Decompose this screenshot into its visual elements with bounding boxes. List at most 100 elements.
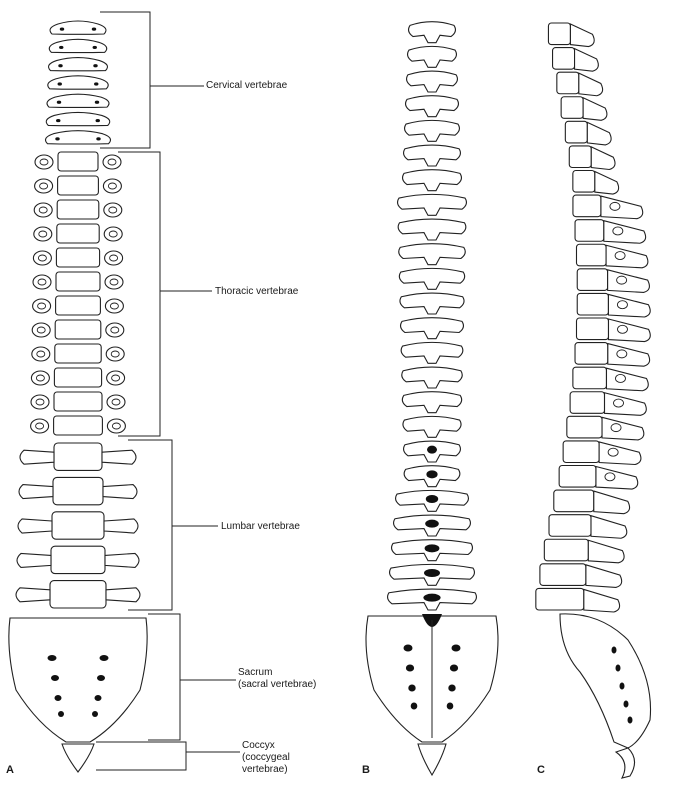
lateral-vertebra-body xyxy=(576,268,609,291)
lumbar-vertebra-body xyxy=(53,442,103,471)
lateral-spinous-process xyxy=(586,121,612,146)
lateral-costal-facet xyxy=(613,398,624,408)
thoracic-vertebra-body xyxy=(55,295,101,316)
thoracic-facet xyxy=(109,278,119,286)
thoracic-facet xyxy=(38,206,48,214)
bracket-cervical xyxy=(100,11,151,149)
cervical-foramen xyxy=(55,137,60,141)
lateral-costal-facet xyxy=(604,472,616,482)
posterior-vertebra xyxy=(402,144,462,167)
thoracic-vertebra-body xyxy=(53,415,103,436)
lateral-spinous-process xyxy=(598,441,642,466)
lateral-spinous-process xyxy=(587,539,625,564)
thoracic-vertebra-body xyxy=(54,319,102,340)
thoracic-facet xyxy=(38,230,48,238)
lateral-vertebra-body xyxy=(568,145,592,169)
thoracic-facet xyxy=(35,374,45,382)
panel-b-posterior-view xyxy=(365,21,499,777)
lateral-spinous-process xyxy=(605,367,649,392)
lateral-vertebra-body xyxy=(539,563,587,586)
posterior-sacral-foramen xyxy=(408,684,416,692)
posterior-interspace xyxy=(425,519,439,528)
bracket-lumbar xyxy=(128,439,173,611)
lateral-costal-facet xyxy=(617,324,628,334)
sacral-foramen xyxy=(47,655,57,661)
lateral-vertebra-body xyxy=(552,47,576,70)
lateral-sacral-foramen xyxy=(627,716,633,724)
cervical-vertebra xyxy=(45,111,111,127)
lateral-vertebra-body xyxy=(566,415,603,439)
cervical-vertebra xyxy=(44,130,112,145)
thoracic-vertebra-body xyxy=(57,175,99,196)
lateral-spinous-process xyxy=(595,465,639,490)
lumbar-vertebra-body xyxy=(49,580,107,609)
thoracic-facet xyxy=(37,278,47,286)
lateral-vertebra-body xyxy=(572,366,608,390)
lumbar-transverse-process xyxy=(15,587,51,603)
lateral-sacral-foramen xyxy=(615,664,621,672)
posterior-interspace xyxy=(424,569,440,577)
lateral-vertebra-body xyxy=(556,71,580,95)
sacrum xyxy=(8,617,148,743)
label-coccyx: Coccyx (coccygeal vertebrae) xyxy=(242,740,290,775)
thoracic-facet xyxy=(111,398,121,406)
cervical-vertebra xyxy=(48,38,108,54)
lateral-costal-facet xyxy=(616,275,628,285)
lateral-spinous-process xyxy=(600,195,644,220)
posterior-sacral-foramen xyxy=(403,644,413,652)
lateral-costal-facet xyxy=(609,201,621,211)
lumbar-vertebra-body xyxy=(51,511,105,540)
lateral-costal-facet xyxy=(614,251,626,260)
lateral-vertebra-body xyxy=(553,489,595,513)
lumbar-transverse-process xyxy=(103,518,139,534)
thoracic-vertebra-body xyxy=(57,151,99,172)
lateral-spinous-process xyxy=(601,416,645,441)
lateral-sacral-foramen xyxy=(619,682,625,690)
thoracic-vertebra-body xyxy=(56,199,100,220)
cervical-foramen xyxy=(59,27,65,31)
lateral-spinous-process xyxy=(590,514,628,539)
panel-letter-b: B xyxy=(362,764,370,776)
lateral-spinous-process xyxy=(574,47,599,72)
lumbar-transverse-process xyxy=(16,552,52,568)
panel-letter-c: C xyxy=(537,764,545,776)
region-brackets xyxy=(96,11,240,771)
thoracic-facet xyxy=(107,158,117,166)
thoracic-facet xyxy=(39,182,49,190)
label-sacrum: Sacrum (sacral vertebrae) xyxy=(238,667,317,690)
lateral-spinous-process xyxy=(603,219,647,244)
posterior-coccyx xyxy=(417,743,447,777)
lateral-vertebra-body xyxy=(558,464,597,488)
thoracic-facet xyxy=(35,398,45,406)
lumbar-transverse-process xyxy=(105,587,141,603)
bracket-thoracic xyxy=(118,151,161,437)
lateral-spinous-process xyxy=(607,269,650,293)
posterior-interspace xyxy=(427,445,437,454)
lateral-costal-facet xyxy=(610,423,622,433)
posterior-sacral-foramen xyxy=(410,702,418,710)
lateral-spinous-process xyxy=(605,244,649,269)
lateral-vertebra-body xyxy=(576,292,609,316)
lateral-vertebra-body xyxy=(548,514,592,537)
panel-letter-a: A xyxy=(6,764,14,776)
label-lumbar-vertebrae: Lumbar vertebrae xyxy=(221,521,300,532)
posterior-vertebra xyxy=(403,119,461,142)
lumbar-transverse-process xyxy=(17,518,53,534)
thoracic-facet xyxy=(109,302,119,310)
cervical-vertebra xyxy=(47,75,109,90)
lateral-vertebra-body xyxy=(547,22,571,46)
lumbar-transverse-process xyxy=(102,484,138,500)
thoracic-facet xyxy=(108,230,118,238)
panel-a-anterior-view xyxy=(8,20,148,773)
posterior-vertebra xyxy=(398,243,466,266)
lateral-spinous-process xyxy=(593,490,631,515)
lateral-coccyx xyxy=(614,747,636,779)
lateral-spinous-process xyxy=(607,318,651,343)
posterior-vertebra xyxy=(401,391,463,414)
thoracic-vertebra-body xyxy=(54,343,102,364)
thoracic-vertebra-body xyxy=(55,247,101,268)
thoracic-facet xyxy=(36,326,46,334)
thoracic-facet xyxy=(110,350,120,358)
thoracic-vertebra-body xyxy=(53,367,103,388)
